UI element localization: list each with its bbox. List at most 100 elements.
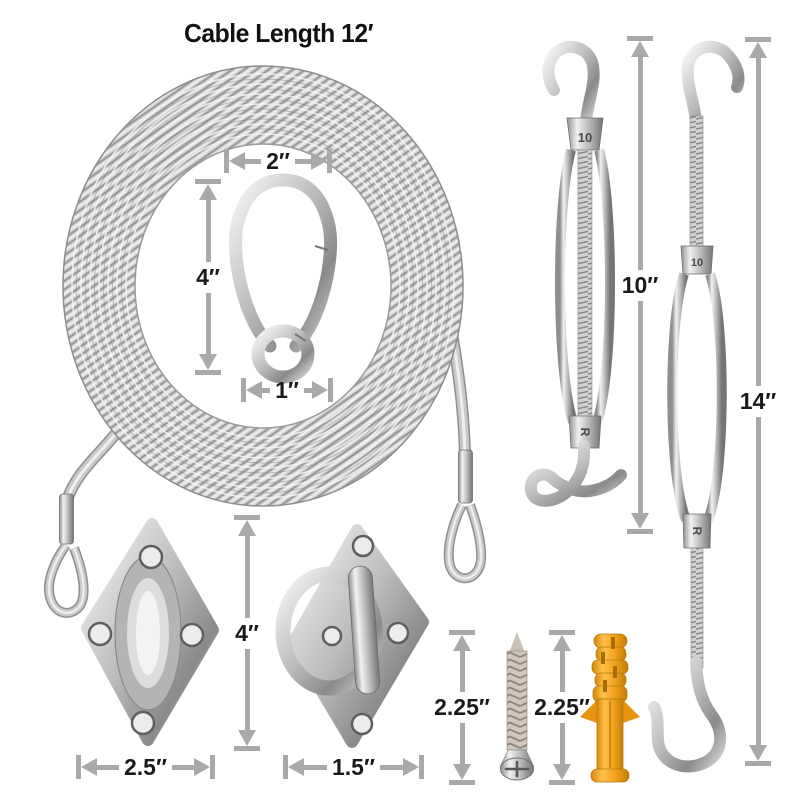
turnbuckle-bottom-hook — [524, 440, 627, 507]
dim-end-bar — [224, 149, 229, 173]
dim-line — [637, 57, 643, 270]
dim-end-bar — [627, 529, 653, 534]
dim-end-bar — [283, 755, 288, 779]
dim-end-bar — [549, 780, 575, 785]
plate-screw-holes — [87, 544, 205, 736]
turnbuckle-top-hook — [681, 40, 745, 126]
turnbuckle-top-hook — [542, 41, 600, 128]
cable-ferrule-right — [458, 449, 473, 504]
dim-label: 1″ — [275, 376, 299, 403]
dim-arrow-down — [631, 513, 649, 529]
dim-label: 2″ — [266, 147, 290, 174]
dim-line — [262, 387, 271, 393]
dim-line — [303, 387, 312, 393]
dim-line — [755, 58, 761, 386]
turnbuckle-threaded-rod — [690, 547, 704, 669]
plate-screw-holes — [321, 534, 410, 736]
dim-end-bar — [745, 761, 771, 766]
dim-line — [172, 764, 194, 770]
dim-line — [380, 764, 403, 770]
dim-end-bar — [195, 370, 221, 375]
screw-threads — [506, 650, 528, 751]
ring-bracket — [347, 565, 381, 695]
dim-anchor-length: 2.25″ — [530, 630, 594, 785]
dim-line — [304, 764, 327, 770]
wall-anchor — [580, 633, 640, 783]
dim-arrow-up — [553, 635, 571, 651]
turnbuckle-threaded-rod — [577, 149, 593, 419]
dim-line — [559, 723, 565, 764]
dim-label: 10″ — [621, 271, 659, 298]
dim-end-bar — [449, 780, 475, 785]
turnbuckle-nut — [568, 415, 602, 449]
dim-arrow-down — [238, 730, 256, 746]
dim-line — [244, 648, 250, 730]
dim-carabiner-eye-width: 1″ — [241, 375, 333, 405]
dim-arrow-right — [194, 758, 210, 776]
anchor-base-flange — [590, 768, 630, 783]
dim-arrow-down — [749, 745, 767, 761]
dim-end-bar — [234, 746, 260, 751]
dim-label: 2.25″ — [534, 694, 590, 720]
turnbuckle-frame-rail — [667, 272, 691, 522]
phillips-slot — [504, 760, 530, 778]
dim-end-bar — [449, 630, 475, 635]
dim-end-bar — [745, 37, 771, 42]
cable-wraps — [71, 73, 455, 499]
dim-carabiner-width: 2″ — [224, 146, 332, 176]
dim-label: 4″ — [235, 619, 259, 646]
dim-end-bar — [328, 378, 333, 402]
pad-eye-plate-with-ring — [275, 524, 429, 748]
dim-arrow-right — [403, 758, 419, 776]
anchor-fin-left — [580, 700, 597, 723]
turnbuckle-frame-rail — [592, 148, 616, 424]
turnbuckle-size-stamp: 10 — [578, 130, 592, 145]
dim-eye-plate-width: 1.5″ — [283, 752, 424, 782]
dim-arrow-left — [246, 381, 262, 399]
wood-screw — [499, 632, 535, 781]
dim-end-bar — [195, 179, 221, 184]
dim-line — [459, 723, 465, 764]
turnbuckle-mark-stamp: R — [578, 428, 592, 437]
dim-turnbuckle-large-length: 14″ — [734, 37, 782, 766]
dim-line — [559, 651, 565, 692]
dim-line — [755, 417, 761, 745]
dim-end-bar — [627, 36, 653, 41]
cable-length-title: Cable Length 12′ — [184, 18, 374, 48]
dim-end-bar — [241, 378, 246, 402]
dim-end-bar — [327, 149, 332, 173]
dim-screw-length: 2.25″ — [430, 630, 494, 785]
snap-hook-carabiner — [228, 173, 338, 384]
turnbuckle-nut — [682, 513, 712, 549]
dim-arrow-left — [229, 152, 245, 170]
turnbuckle-frame-rail — [554, 148, 578, 424]
turnbuckle-mark-stamp: R — [690, 527, 704, 536]
cable-ferrule-left — [59, 493, 74, 545]
dim-label: 2.5″ — [124, 753, 167, 780]
turnbuckle-size-stamp: 10 — [691, 257, 703, 269]
dim-arrow-right — [311, 152, 327, 170]
carabiner-gate-joint — [294, 333, 307, 342]
screw-tip — [509, 632, 525, 653]
turnbuckle-frame-rail — [703, 272, 727, 522]
dim-line — [245, 158, 262, 164]
dim-end-bar — [549, 630, 575, 635]
dim-line — [637, 300, 643, 513]
dim-pad-plate-height: 4″ — [227, 515, 267, 751]
dim-line — [205, 292, 211, 354]
dim-arrow-right — [312, 381, 328, 399]
dim-pad-plate-width: 2.5″ — [76, 752, 215, 782]
carabiner-eye — [251, 324, 315, 384]
anchor-fin-right — [623, 700, 640, 723]
dim-line — [97, 764, 119, 770]
dim-line — [459, 651, 465, 692]
dim-end-bar — [234, 515, 260, 520]
dim-end-bar — [419, 755, 424, 779]
dim-arrow-up — [631, 41, 649, 57]
dim-line — [294, 158, 311, 164]
anchor-ribbed-top — [591, 633, 629, 703]
turnbuckle-10-inch: 10 R — [524, 41, 627, 507]
dim-line — [205, 200, 211, 262]
